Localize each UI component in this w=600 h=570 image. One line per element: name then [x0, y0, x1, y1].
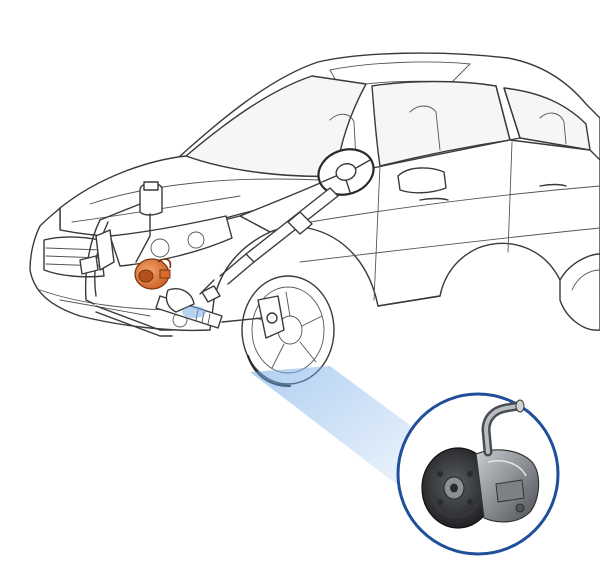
- pump-icon: [134, 258, 172, 290]
- inlet-pipe-icon: [481, 399, 525, 457]
- reservoir-icon: [135, 181, 163, 263]
- column-icon: [199, 187, 339, 295]
- steering-system: [79, 148, 375, 339]
- rear-wheel: [559, 253, 600, 331]
- pump-closeup-inset: [396, 392, 560, 556]
- pulley-icon: [421, 447, 495, 529]
- rack-icon: [155, 288, 285, 339]
- callout-beam: [250, 366, 430, 490]
- pump-body: [475, 449, 540, 523]
- steering-wheel-icon: [317, 148, 375, 196]
